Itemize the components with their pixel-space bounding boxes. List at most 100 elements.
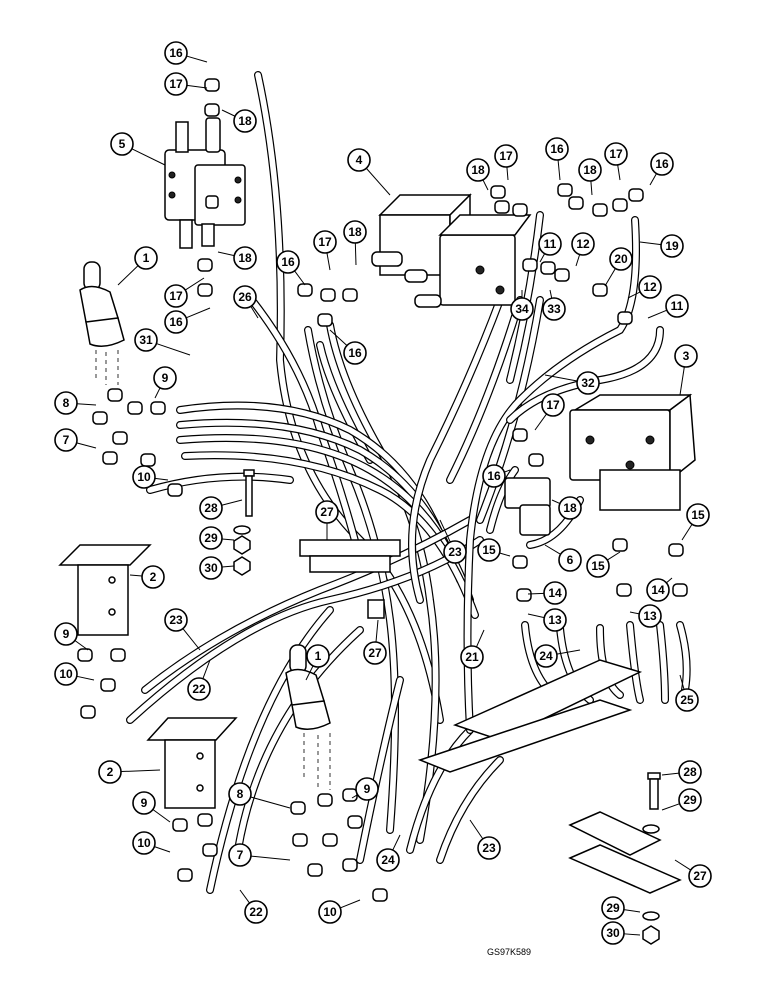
callout-circle	[132, 791, 156, 815]
callout-badge: 23	[439, 519, 467, 564]
callout-label: 24	[381, 853, 395, 867]
hose-fitting	[167, 483, 183, 497]
hose-fitting	[107, 388, 123, 402]
callout-badge: 18	[578, 158, 602, 196]
hose-fitting	[540, 261, 556, 275]
callout-label: 30	[204, 561, 218, 575]
callout-badge: 19	[639, 234, 684, 258]
callout-leader	[152, 809, 171, 823]
hose-fitting	[672, 583, 688, 597]
callout-label: 10	[323, 905, 337, 919]
callout-badge: 14	[646, 577, 673, 602]
callout-badge: 27	[674, 859, 712, 888]
callout-circle	[233, 109, 257, 133]
callout-badge: 5	[110, 132, 166, 166]
callout-badge: 28	[661, 760, 702, 784]
callout-circle	[558, 496, 582, 520]
callout-badge: 8	[54, 391, 97, 415]
callout-leader	[217, 251, 235, 257]
callout-badge: 18	[217, 246, 257, 270]
callout-label: 22	[249, 905, 263, 919]
callout-label: 7	[63, 433, 70, 447]
hose-line-inner	[317, 342, 373, 463]
callout-leader	[182, 628, 201, 651]
callout-circle	[638, 604, 662, 628]
callout-label: 16	[281, 255, 295, 269]
callout-circle	[363, 641, 387, 665]
callout-circle	[313, 230, 337, 254]
callout-leader	[221, 109, 236, 117]
hose-line-inner	[437, 757, 503, 863]
hose-fitting	[92, 411, 108, 425]
hose-fitting	[342, 288, 358, 302]
callout-label: 14	[651, 583, 665, 597]
callout-circle	[477, 836, 501, 860]
callout-circle	[343, 341, 367, 365]
callout-badge: 9	[132, 791, 171, 823]
callout-label: 17	[546, 398, 560, 412]
callout-label: 34	[515, 302, 529, 316]
callout-circle	[199, 496, 223, 520]
callout-label: 30	[606, 926, 620, 940]
hose-fitting	[317, 313, 333, 327]
callout-label: 9	[364, 782, 371, 796]
callout-leader	[185, 307, 211, 319]
callout-circle	[646, 578, 670, 602]
callout-leader	[627, 291, 641, 299]
callout-badge: 7	[228, 843, 291, 867]
callout-badge: 12	[627, 275, 662, 299]
callout-circle	[578, 158, 602, 182]
callout-badge: 6	[544, 544, 582, 572]
callout-badge: 22	[239, 889, 268, 924]
callout-label: 9	[162, 371, 169, 385]
callout-badge: 3	[674, 344, 698, 396]
callout-leader	[679, 674, 685, 690]
callout-label: 3	[683, 349, 690, 363]
callout-badge: 27	[363, 619, 387, 665]
callout-leader	[527, 592, 545, 595]
hose-line-inner	[677, 622, 690, 693]
callout-badge: 12	[571, 232, 595, 267]
hose-line-inner	[357, 677, 403, 863]
hose-fitting	[127, 401, 143, 415]
hose-fitting	[616, 583, 632, 597]
callout-leader	[375, 619, 379, 643]
callout-badge: 15	[477, 538, 511, 562]
hose-line-inner	[235, 627, 363, 853]
hose-fitting	[177, 868, 193, 882]
callout-badge: 9	[351, 777, 379, 801]
hose-fitting	[197, 283, 213, 297]
callout-circle	[187, 677, 211, 701]
callout-label: 5	[119, 137, 126, 151]
callout-label: 6	[567, 553, 574, 567]
callout-badge: 31	[134, 328, 191, 356]
callout-label: 16	[550, 142, 564, 156]
callout-leader	[661, 803, 680, 811]
callout-badge: 24	[534, 644, 581, 668]
bracket-2-upper	[58, 544, 152, 636]
callout-circle	[233, 246, 257, 270]
callout-label: 27	[693, 869, 707, 883]
callout-leader	[544, 544, 561, 555]
callout-label: 17	[609, 147, 623, 161]
hose-fitting	[490, 185, 506, 199]
callout-leader	[221, 538, 235, 541]
callout-leader	[120, 769, 161, 773]
bracket-2-lower	[146, 717, 238, 809]
hose-fitting	[140, 453, 156, 467]
callout-leader	[617, 164, 621, 181]
callout-label: 13	[643, 609, 657, 623]
callout-circle	[576, 371, 600, 395]
callout-label: 12	[643, 280, 657, 294]
callout-label: 25	[680, 693, 694, 707]
bolt-28-upper	[243, 469, 255, 517]
hose-rack	[417, 659, 643, 773]
callout-leader	[639, 241, 662, 246]
callout-badge: 20	[604, 247, 633, 287]
joystick-1-lower	[285, 644, 331, 790]
hose-line-inner	[407, 727, 473, 853]
callout-badge: 10	[132, 465, 169, 489]
callout-circle	[318, 900, 342, 924]
callout-label: 18	[583, 163, 597, 177]
callout-label: 8	[63, 396, 70, 410]
